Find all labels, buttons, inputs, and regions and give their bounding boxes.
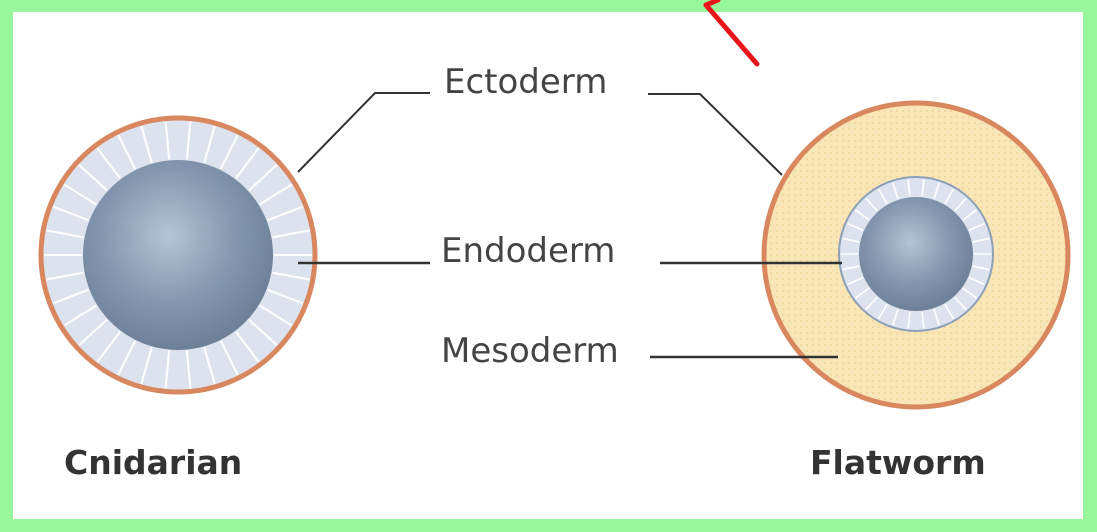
annotation-arrow (706, 0, 757, 64)
flatworm-title: Flatworm (810, 443, 986, 482)
ectoderm-leader-right (648, 94, 782, 175)
cnidarian-title: Cnidarian (64, 443, 242, 482)
flatworm-endoderm-core (859, 197, 973, 311)
cnidarian-endoderm (83, 160, 273, 350)
leader-lines (298, 93, 842, 357)
mesoderm-label: Mesoderm (441, 331, 619, 371)
endoderm-label: Endoderm (441, 231, 615, 271)
flatworm-diagram (764, 103, 1068, 407)
ectoderm-leader-left (298, 93, 430, 172)
cnidarian-diagram (41, 118, 315, 392)
ectoderm-label: Ectoderm (444, 62, 607, 102)
